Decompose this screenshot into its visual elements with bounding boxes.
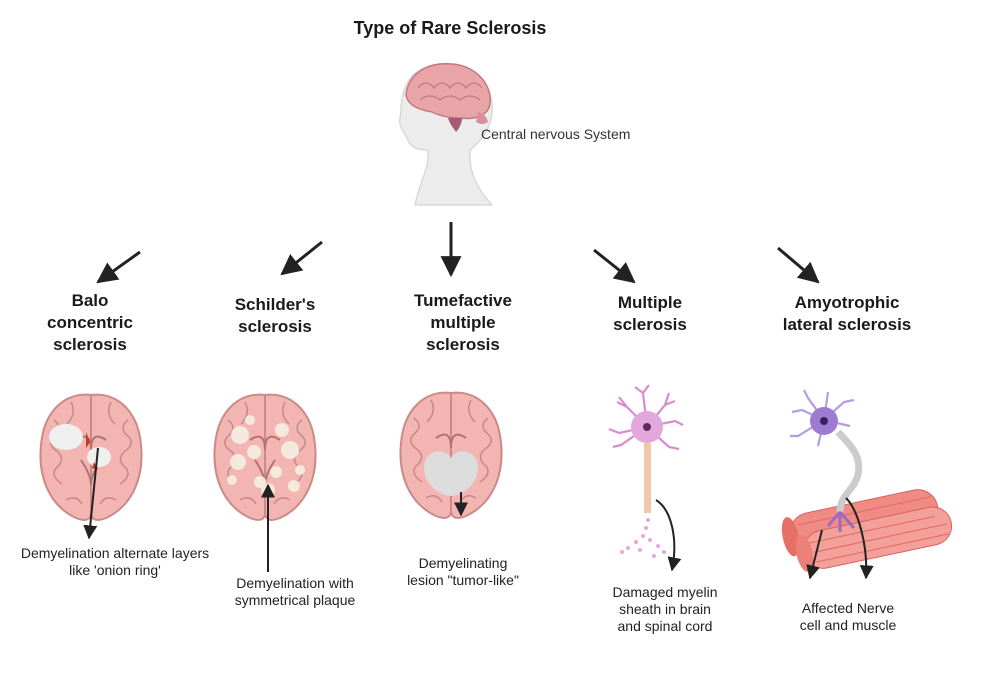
diagram-title: Type of Rare Sclerosis [353,18,547,38]
heading-balo: Balo concentric sclerosis [20,290,160,356]
heading-multiple-line2: sclerosis [613,315,687,334]
caption-multiple: Damaged myelin sheath in brain and spina… [595,584,735,635]
caption-balo-line2: like 'onion ring' [69,562,161,578]
heading-tumefactive-line2: multiple [430,313,496,332]
pointer-balo [83,447,99,540]
arrow-to-balo [96,250,141,284]
caption-als-line1: Affected Nerve [801,600,895,616]
heading-balo-line1: Balo [71,291,109,310]
arrow-to-schilder [280,240,323,276]
neuron-ms-illustration [608,384,684,558]
caption-tumefactive-line1: Demyelinating [418,555,508,571]
central-nervous-system-label: Central nervous System [481,126,631,142]
neuron-muscle-als-illustration [781,389,953,572]
caption-balo: Demyelination alternate layers like 'oni… [5,545,225,579]
heading-multiple: Multiple sclerosis [580,292,720,336]
heading-schilder: Schilder's sclerosis [205,294,345,338]
heading-multiple-line1: Multiple [617,293,683,312]
heading-tumefactive-line1: Tumefactive [414,291,512,310]
heading-als-line1: Amyotrophic [794,293,900,312]
heading-schilder-line2: sclerosis [238,317,312,336]
caption-als: Affected Nerve cell and muscle [778,600,918,634]
heading-balo-line3: sclerosis [53,335,127,354]
heading-tumefactive-line3: sclerosis [426,335,500,354]
pointer-multiple [655,499,682,572]
brain-tumefactive-illustration [399,391,503,519]
heading-als-line2: lateral sclerosis [782,315,912,334]
caption-pointers [83,447,874,580]
caption-als-line2: cell and muscle [799,617,897,633]
heading-als: Amyotrophic lateral sclerosis [762,292,932,336]
heading-tumefactive: Tumefactive multiple sclerosis [390,290,536,356]
caption-schilder-line2: symmetrical plaque [234,592,356,608]
caption-tumefactive: Demyelinating lesion "tumor-like" [390,555,536,589]
heading-balo-line2: concentric [47,313,133,332]
caption-tumefactive-line2: lesion "tumor-like" [407,572,519,588]
caption-multiple-line3: and spinal cord [617,618,713,634]
arrow-to-multiple [593,248,636,284]
heading-schilder-line1: Schilder's [234,295,316,314]
caption-schilder: Demyelination with symmetrical plaque [215,575,375,609]
brain-schilder-illustration [213,393,317,521]
pointer-als-left [806,529,823,580]
caption-schilder-line1: Demyelination with [236,575,354,591]
arrow-to-als [777,246,820,284]
connector-arrows [96,222,820,284]
head-figure [398,62,494,206]
pointer-als-right [845,497,874,580]
caption-balo-line1: Demyelination alternate layers [20,545,210,561]
caption-multiple-line1: Damaged myelin [612,584,718,600]
brain-balo-illustration [39,393,143,521]
caption-multiple-line2: sheath in brain [619,601,711,617]
